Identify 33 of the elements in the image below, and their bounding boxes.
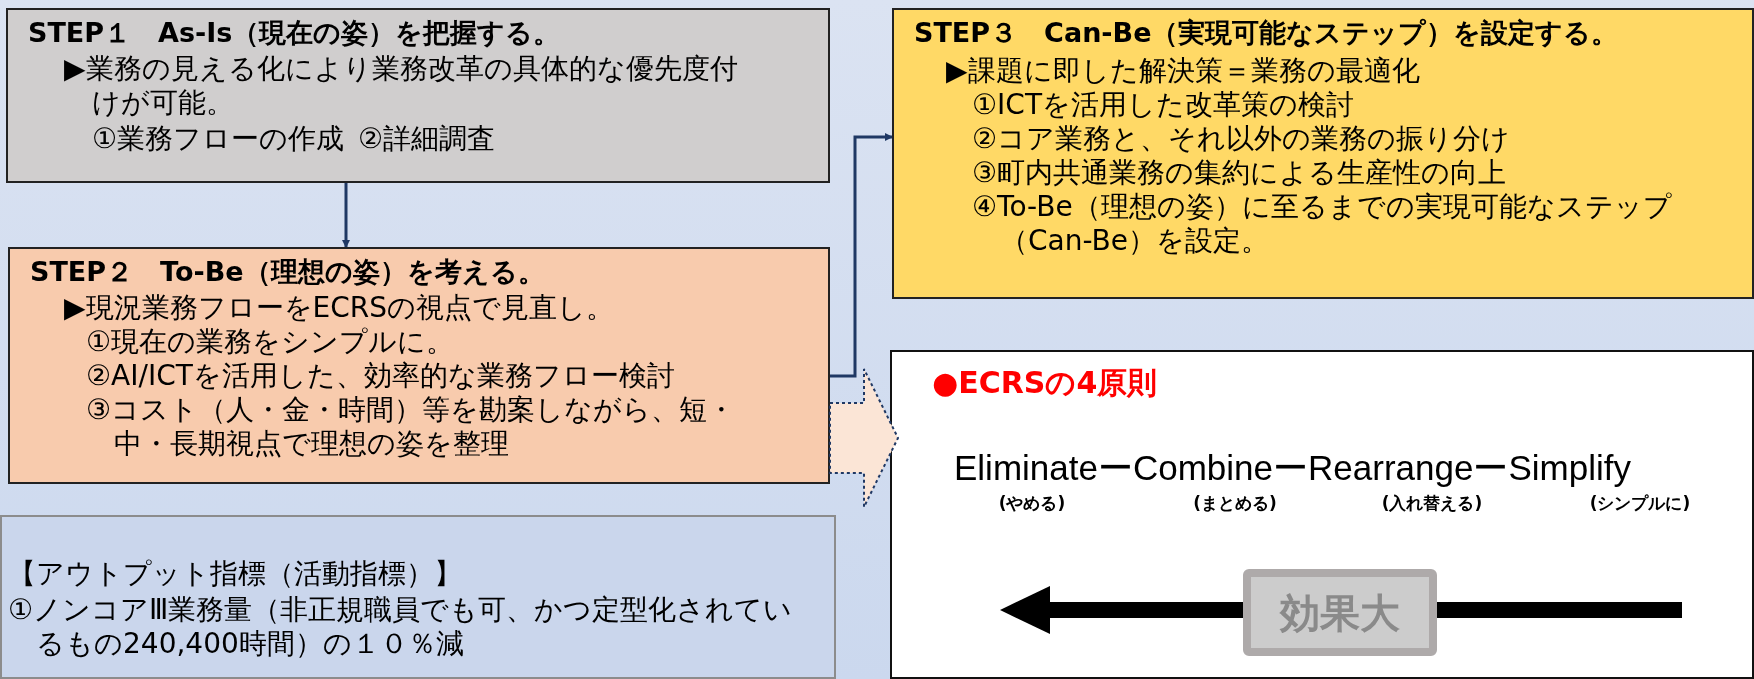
step-box (892, 8, 1754, 299)
step-heading: STEP３ Can-Be（実現可能なステップ）を設定する。 (914, 16, 1620, 50)
body-text: ②コア業務と、それ以外の業務の振り分け (972, 122, 1512, 156)
body-text: ②AI/ICTを活用した、効率的な業務フロー検討 (86, 359, 676, 393)
effect-label: 効果大 (1278, 588, 1401, 638)
translation-label: (まとめる) (1192, 492, 1278, 514)
body-text: ①業務フローの作成 (92, 122, 346, 156)
body-text: ▶課題に即した解決策＝業務の最適化 (946, 54, 1421, 88)
arrow (830, 133, 893, 378)
principles-panel (890, 350, 1754, 679)
step-box (6, 8, 830, 183)
body-text: ④To-Be（理想の姿）に至るまでの実現可能なステップ（Can-Be）を設定。 (972, 190, 1673, 258)
translation-label: (シンプルに) (1588, 492, 1692, 514)
arrow (342, 183, 350, 248)
indicator-box (0, 515, 836, 679)
step-box (8, 247, 830, 484)
body-text: ①ICTを活用した改革策の検討 (972, 88, 1355, 122)
body-text: ①ノンコアⅢ業務量（非正規職員でも可、かつ定型化されているもの240,400時間）の１０％減 (8, 593, 794, 661)
principles-line: EliminateーCombineーRearrangeーSimplify (954, 448, 1631, 488)
body-text: ③コスト（人・金・時間）等を勘案しながら、短・中・長期視点で理想の姿を整理 (86, 393, 737, 461)
step-heading: STEP２ To-Be（理想の姿）を考える。 (30, 255, 546, 289)
translation-label: (入れ替える) (1380, 492, 1484, 514)
effect-box (1243, 569, 1437, 656)
body-text: ①現在の業務をシンプルに。 (86, 325, 456, 359)
body-text: ③町内共通業務の集約による生産性の向上 (972, 156, 1508, 190)
body-text: 【アウトプット指標（活動指標）】 (8, 557, 463, 591)
body-text: ②詳細調査 (358, 122, 497, 156)
panel-heading: ●ECRSの4原則 (932, 366, 1159, 400)
body-text: ▶現況業務フローをECRSの視点で見直し。 (64, 291, 615, 325)
translation-label: (やめる) (997, 492, 1067, 514)
block-arrow (829, 368, 900, 508)
body-text: ▶業務の見える化により業務改革の具体的な優先度付けが可能。 (64, 52, 739, 120)
step-heading: STEP１ As-Is（現在の姿）を把握する。 (28, 16, 562, 50)
